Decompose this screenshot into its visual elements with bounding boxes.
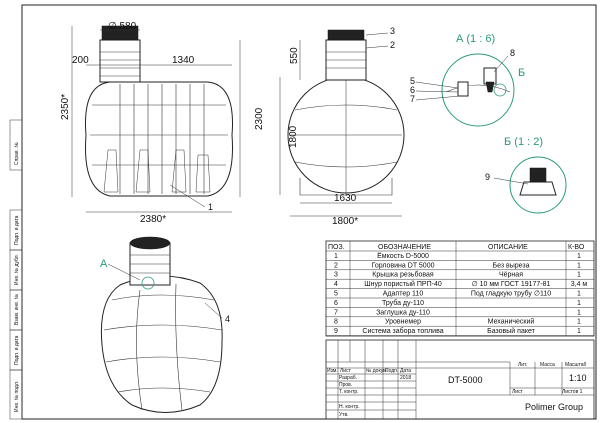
side-view: 3 2 550 1800 1630 1800* [279, 26, 405, 227]
dim-550: 550 [289, 47, 300, 64]
parts-cell: 2 [334, 262, 338, 269]
parts-cell: 1 [577, 262, 581, 269]
parts-cell: Без выреза [493, 262, 530, 269]
front-view: ∅ 580 200 1340 2350* 2300 2380* 1 [60, 21, 265, 225]
parts-cell: 1 [577, 309, 581, 316]
parts-cell: 1 [577, 319, 581, 326]
parts-cell: 7 [334, 309, 338, 316]
tb-row-utv: Утв. [339, 412, 349, 418]
parts-table: ПОЗ. ОБОЗНАЧЕНИЕ ОПИСАНИЕ К-ВО 1 Ёмкость … [325, 240, 595, 337]
stamp-2: Инв. № дубл. [14, 254, 20, 285]
leader-3: 3 [390, 26, 395, 36]
iso-label-a: A [100, 258, 108, 270]
tb-row-nkontr: Н. контр. [339, 404, 360, 410]
parts-cell: 6 [334, 300, 338, 307]
tb-mass: Масса [540, 362, 555, 368]
stamp-5: Инв. № подл. [14, 381, 20, 412]
parts-cell: 3,4 м [571, 281, 588, 288]
tb-company: Polimer Group [525, 402, 583, 412]
tb-col-doc: № докум. [366, 368, 388, 374]
tb-sheets: Листов 1 [562, 389, 583, 395]
parts-cell: Труба ду-110 [382, 299, 424, 307]
tb-scale-header: Масштаб [565, 362, 587, 368]
stamp-4: Подп. и дата [14, 335, 20, 365]
parts-header-pos: ПОЗ. [328, 244, 345, 251]
tb-row-tkontr: Т. контр. [339, 389, 359, 395]
parts-cell: Механический [488, 318, 535, 326]
dim-neck-span: 1340 [172, 55, 195, 66]
parts-cell: 1 [334, 253, 338, 260]
parts-header-description: ОПИСАНИЕ [488, 244, 528, 251]
tb-col-sign: Подп. [385, 368, 398, 374]
tb-col-date: Дата [400, 368, 411, 374]
detail-a-leader-8: 8 [510, 48, 515, 58]
parts-cell: Крышка резьбовая [372, 271, 434, 279]
tb-row-prov: Пров. [339, 382, 352, 388]
parts-cell: Заглушка ду-110 [376, 309, 430, 316]
dim-height-body: 2300 [254, 107, 265, 130]
parts-header-designation: ОБОЗНАЧЕНИЕ [378, 244, 431, 251]
parts-cell: 1 [577, 328, 581, 335]
parts-cell: 1 [577, 253, 581, 260]
detail-a-leader-6: 6 [410, 85, 415, 95]
tb-col-list: Лист [340, 368, 352, 374]
detail-a-leader-5: 5 [410, 76, 415, 86]
dim-height-total: 2350* [60, 94, 71, 120]
parts-cell: 1 [577, 291, 581, 298]
tb-col-izm: Изм. [327, 368, 338, 374]
detail-b: Б (1 : 2) 9 [485, 136, 567, 214]
dim-length-total: 2380* [140, 214, 166, 225]
detail-a-tag-b: Б [518, 67, 525, 79]
parts-cell: Адаптер 110 [383, 291, 424, 298]
dim-neck-diameter: ∅ 580 [108, 21, 137, 32]
dim-1800-horizontal: 1800* [332, 216, 358, 227]
parts-cell: Ёмкость D-5000 [377, 252, 429, 260]
leader-1: 1 [208, 202, 213, 212]
detail-a-leader-7: 7 [410, 94, 415, 104]
detail-a: А (1 : 6) 5 6 7 8 Б [410, 33, 525, 127]
detail-b-title: Б (1 : 2) [504, 136, 543, 148]
iso-view: A 4 [100, 236, 230, 413]
parts-cell: Под гладкую трубу ∅110 [471, 290, 551, 298]
parts-cell: 1 [577, 300, 581, 307]
detail-b-leader-9: 9 [485, 172, 490, 182]
side-stamps: Справ. № Подп. и дата Инв. № дубл. Взам.… [9, 119, 23, 420]
parts-header-qty: К-ВО [568, 244, 585, 251]
iso-leader-4: 4 [225, 314, 230, 324]
parts-cell: Уровнемер [385, 319, 421, 326]
parts-cell: Горловина DT 5000 [372, 262, 435, 269]
dim-1630: 1630 [334, 193, 357, 204]
parts-cell: 1 [577, 272, 581, 279]
parts-cell: Система забора топлива [362, 327, 443, 335]
parts-cell: Чёрная [499, 272, 523, 279]
tb-scale: 1:10 [569, 373, 587, 383]
parts-cell: 3 [334, 272, 338, 279]
title-block: Изм. Лист № докум. Подп. Дата Разраб. Пр… [325, 339, 595, 420]
dim-1800-vertical: 1800 [288, 125, 299, 148]
leader-2: 2 [390, 40, 395, 50]
detail-a-title: А (1 : 6) [456, 33, 495, 45]
parts-cell: 9 [334, 328, 338, 335]
stamp-3: Взам. инв. № [14, 294, 20, 325]
parts-cell: Шнур пористый ПРП-40 [364, 280, 442, 288]
parts-cell: 4 [334, 281, 338, 288]
tb-sheet: Лист [512, 389, 524, 395]
stamp-0: Справ. № [14, 142, 20, 165]
tb-lit: Лит. [518, 362, 527, 368]
parts-cell: ∅ 10 мм ГОСТ 19177-81 [472, 281, 551, 288]
tb-year: 2018 [400, 375, 411, 381]
dim-neck-offset: 200 [72, 55, 89, 66]
parts-rows: 1 Ёмкость D-5000 1 2 Горловина DT 5000 Без вы… [326, 252, 594, 336]
parts-cell: 8 [334, 319, 338, 326]
tb-designation: DT-5000 [448, 375, 483, 385]
parts-cell: Базовый пакет [487, 327, 536, 335]
stamp-1: Подп. и дата [14, 215, 20, 245]
parts-cell: 5 [334, 291, 338, 298]
tb-row-razrab: Разраб. [339, 375, 357, 381]
